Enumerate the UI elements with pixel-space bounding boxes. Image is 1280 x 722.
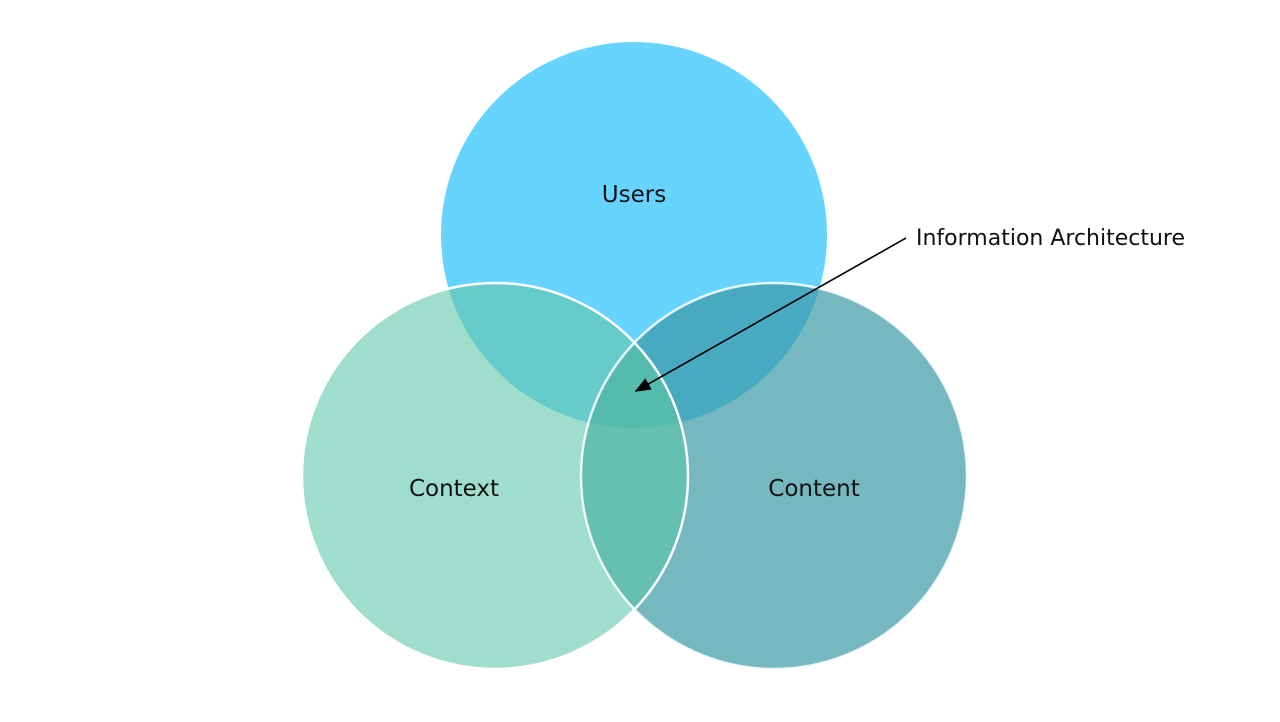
users-label: Users (601, 182, 667, 208)
context-outline (300, 281, 690, 671)
information-architecture-label: Information Architecture (916, 226, 1186, 251)
annotation-arrow (634, 237, 907, 392)
users-context-overlap (441, 283, 688, 428)
content-outline (579, 281, 969, 671)
users-content-overlap (581, 283, 827, 428)
context-label: Context (408, 476, 500, 502)
content-label: Content (768, 476, 860, 502)
